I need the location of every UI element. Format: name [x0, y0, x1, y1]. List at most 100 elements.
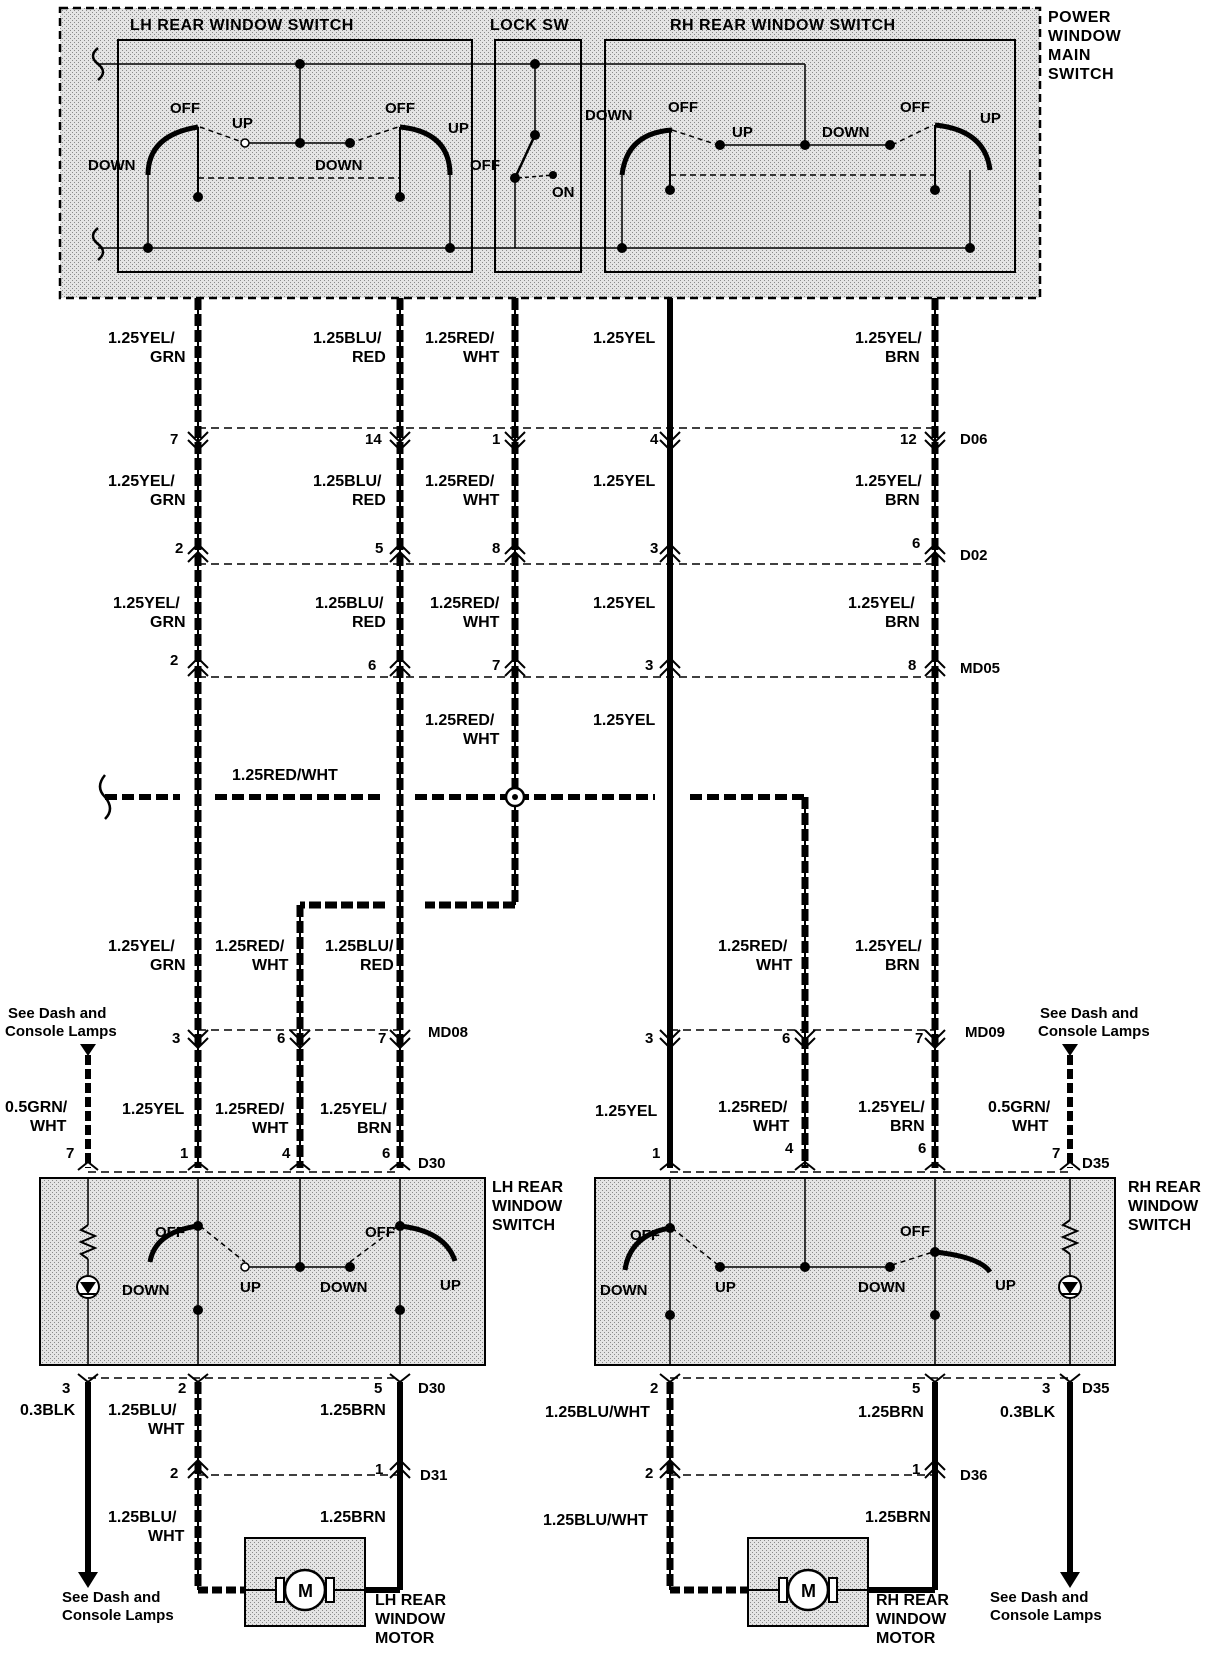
pin-d36-1: 1 — [912, 1461, 920, 1478]
pin-md05-2: 2 — [170, 652, 178, 669]
wire-label-lh-yel-6: 1.25YEL — [122, 1101, 184, 1118]
pin-d35b-3: 3 — [1042, 1380, 1050, 1397]
connector-d35-bottom: D35 — [1082, 1380, 1110, 1397]
rh-section-title: RH REAR WINDOW SWITCH — [670, 17, 896, 34]
connector-md05: MD05 — [960, 660, 1000, 677]
wire-labels: 1.25YEL/GRN 1.25BLU/RED 1.25RED/WHT 1.25… — [5, 330, 1051, 1137]
lh-rear-down-left: DOWN — [122, 1282, 170, 1299]
lh-up-label-left: UP — [232, 115, 253, 132]
break-symbol-bottom — [91, 227, 105, 261]
motor-icon — [786, 1568, 830, 1612]
pin-md05-6: 6 — [368, 657, 376, 674]
lh-off-label-right: OFF — [385, 100, 415, 117]
rh-off-label-right: OFF — [900, 99, 930, 116]
wire-label-lh-red-wht-5: 1.25RED/WHT — [215, 938, 289, 974]
lh-down-label-left: DOWN — [88, 157, 136, 174]
lock-off-label: OFF — [470, 157, 500, 174]
rh-rear-up-right: UP — [995, 1277, 1016, 1294]
pin-d35-7: 7 — [1052, 1145, 1060, 1162]
rh-down-label-right: DOWN — [822, 124, 870, 141]
rh-motor-symbol: M — [801, 1581, 816, 1601]
pin-d06-7: 7 — [170, 431, 178, 448]
rh-rear-down-left: DOWN — [600, 1282, 648, 1299]
rh-up-label-right: UP — [980, 110, 1001, 127]
wire-label-rh-grn-wht: 0.5GRN/WHT — [988, 1099, 1051, 1135]
pin-d30b-2: 2 — [178, 1380, 186, 1397]
wire-label-rh-yel-3: 1.25YEL — [593, 595, 655, 612]
pin-d30-6: 6 — [382, 1145, 390, 1162]
connector-md08: MD08 — [428, 1024, 468, 1041]
wire-label-lh-yel-brn-6: 1.25YEL/BRN — [320, 1101, 392, 1137]
arrow-down-icon — [1060, 1572, 1080, 1588]
wire-label-red-wht-3: 1.25RED/WHT — [430, 595, 500, 631]
wire-label-rh-yel-brn-5: 1.25YEL/BRN — [855, 938, 922, 974]
pin-d06-14: 14 — [365, 431, 382, 448]
wire-label-lh-brn-2: 1.25BRN — [320, 1509, 386, 1526]
pin-d02-8: 8 — [492, 540, 500, 557]
wire-label-lh-blu-wht-2: 1.25BLU/WHT — [108, 1509, 185, 1545]
lh-rear-switch-box — [39, 1177, 486, 1366]
pin-md05-7: 7 — [492, 657, 500, 674]
rh-off-label-left: OFF — [668, 99, 698, 116]
wire-label-red-wht-1: 1.25RED/WHT — [425, 330, 500, 366]
pin-d35-1: 1 — [652, 1145, 660, 1162]
motor-icon — [283, 1568, 327, 1612]
pin-md09-6: 6 — [782, 1030, 790, 1047]
pin-md09-7: 7 — [915, 1030, 923, 1047]
rh-up-label-left: UP — [732, 124, 753, 141]
rh-section-box — [604, 39, 1016, 273]
rh-rear-off-right: OFF — [900, 1223, 930, 1240]
connector-md09: MD09 — [965, 1024, 1005, 1041]
wire-label-lh-blu-red-5: 1.25BLU/RED — [325, 938, 394, 974]
lh-section-title: LH REAR WINDOW SWITCH — [130, 17, 354, 34]
wire-label-rh-blu-wht-2: 1.25BLU/WHT — [543, 1512, 648, 1529]
wire-label-rh-yel-2: 1.25YEL — [593, 473, 655, 490]
pin-d02-3: 3 — [650, 540, 658, 557]
wire-label-lh-yel-grn-5: 1.25YEL/GRN — [108, 938, 186, 974]
pin-md05-8: 8 — [908, 657, 916, 674]
wire-label-rh-brn-2: 1.25BRN — [865, 1509, 931, 1526]
main-switch-housing — [58, 6, 1042, 300]
lh-rear-up-left: UP — [240, 1279, 261, 1296]
connector-d31: D31 — [420, 1467, 448, 1484]
lh-up-label-right: UP — [448, 120, 469, 137]
pin-d35b-5: 5 — [912, 1380, 920, 1397]
pin-d30-1: 1 — [180, 1145, 188, 1162]
wire-label-rh-blu-wht-1: 1.25BLU/WHT — [545, 1404, 650, 1421]
wire-label-rh-yel-brn-6: 1.25YEL/BRN — [858, 1099, 925, 1135]
lock-section-box — [494, 39, 582, 273]
pin-d02-5: 5 — [375, 540, 383, 557]
wire-label-rh-yel-brn-3: 1.25YEL/BRN — [848, 595, 920, 631]
rh-rear-down-right: DOWN — [858, 1279, 906, 1296]
pin-d35-4: 4 — [785, 1140, 794, 1157]
lh-rear-off-left: OFF — [155, 1224, 185, 1241]
lh-down-label-right: DOWN — [315, 157, 363, 174]
wire-label-red-wht-4: 1.25RED/WHT — [425, 712, 500, 748]
pin-md08-3: 3 — [172, 1030, 180, 1047]
arrow-down-icon — [78, 1572, 98, 1588]
wire-label-lh-yel-grn-3: 1.25YEL/GRN — [113, 595, 186, 631]
pin-d06-12: 12 — [900, 431, 917, 448]
lower-wires: 0.3BLK 1.25BLU/WHT 1.25BRN 1.25BLU/WHT 1… — [20, 1382, 1080, 1594]
lock-section-title: LOCK SW — [490, 17, 569, 34]
wire-label-lh-yel-grn-1: 1.25YEL/GRN — [108, 330, 186, 366]
pin-d31-1: 1 — [375, 1461, 383, 1478]
pin-d31-2: 2 — [170, 1465, 178, 1482]
wire-label-rh-blk: 0.3BLK — [1000, 1404, 1056, 1421]
arrow-down-icon — [1062, 1044, 1078, 1056]
rh-rear-up-left: UP — [715, 1279, 736, 1296]
pin-d30b-3: 3 — [62, 1380, 70, 1397]
connector-d02: D02 — [960, 547, 988, 564]
red-wht-bus-label: 1.25RED/WHT — [232, 767, 338, 784]
